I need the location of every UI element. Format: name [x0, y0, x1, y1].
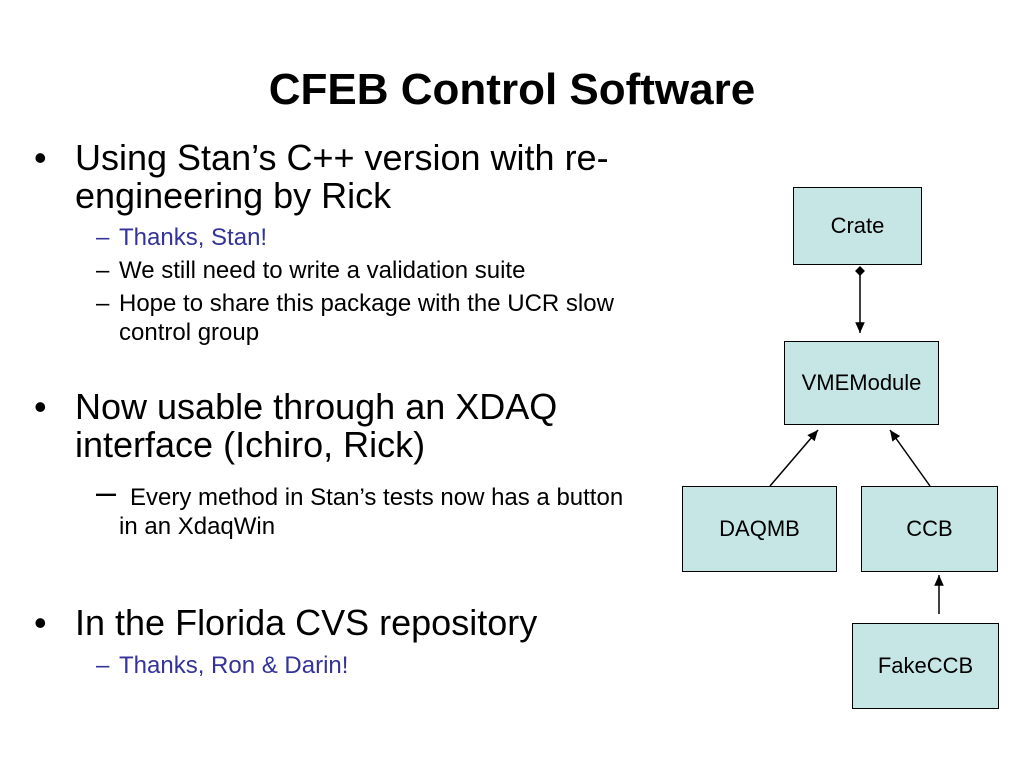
sub-bullet-item: – Every method in Stan’s tests now has a… — [96, 474, 646, 541]
bullet-item: • Now usable through an XDAQ interface (… — [34, 388, 654, 464]
dash-marker: – — [96, 224, 110, 251]
bullet-list: • Using Stan’s C++ version with re-engin… — [34, 139, 694, 680]
slide-title: CFEB Control Software — [268, 65, 756, 114]
sub-bullet-item: – We still need to write a validation su… — [96, 256, 656, 285]
bullet-marker: • — [34, 602, 47, 643]
sub-bullet-item: – Hope to share this package with the UC… — [96, 289, 656, 347]
sub-bullet-text: Every method in Stan’s tests now has a b… — [119, 484, 624, 540]
sub-bullet-item: – Thanks, Ron & Darin! — [96, 651, 656, 680]
sub-bullet-text: Thanks, Stan! — [119, 224, 268, 251]
daqmb-inherits-connector — [769, 429, 819, 487]
bullet-marker: • — [34, 137, 47, 178]
vmemodule-box: VMEModule — [784, 341, 939, 425]
daqmb-box: DAQMB — [682, 486, 837, 572]
sub-bullet-text: Thanks, Ron & Darin! — [119, 652, 349, 679]
fakeccb-box: FakeCCB — [852, 623, 999, 709]
bullet-text: In the Florida CVS repository — [75, 602, 538, 643]
bullet-text: Using Stan’s C++ version with re-enginee… — [75, 137, 609, 216]
crate-box: Crate — [793, 187, 922, 265]
sub-bullet-text: Hope to share this package with the UCR … — [119, 290, 614, 346]
dash-marker: – — [96, 290, 110, 317]
ccb-box: CCB — [861, 486, 998, 572]
sub-bullet-text: We still need to write a validation suit… — [119, 257, 526, 284]
aggregation-diamond-icon — [855, 266, 865, 276]
dash-marker: – — [96, 471, 117, 512]
bullet-item: • Using Stan’s C++ version with re-engin… — [34, 139, 694, 215]
dash-marker: – — [96, 652, 110, 679]
ccb-inherits-connector — [889, 429, 931, 487]
dash-marker: – — [96, 257, 110, 284]
bullet-text: Now usable through an XDAQ interface (Ic… — [75, 386, 558, 465]
sub-bullet-item: – Thanks, Stan! — [96, 223, 656, 252]
bullet-marker: • — [34, 386, 47, 427]
bullet-item: • In the Florida CVS repository — [34, 604, 694, 642]
